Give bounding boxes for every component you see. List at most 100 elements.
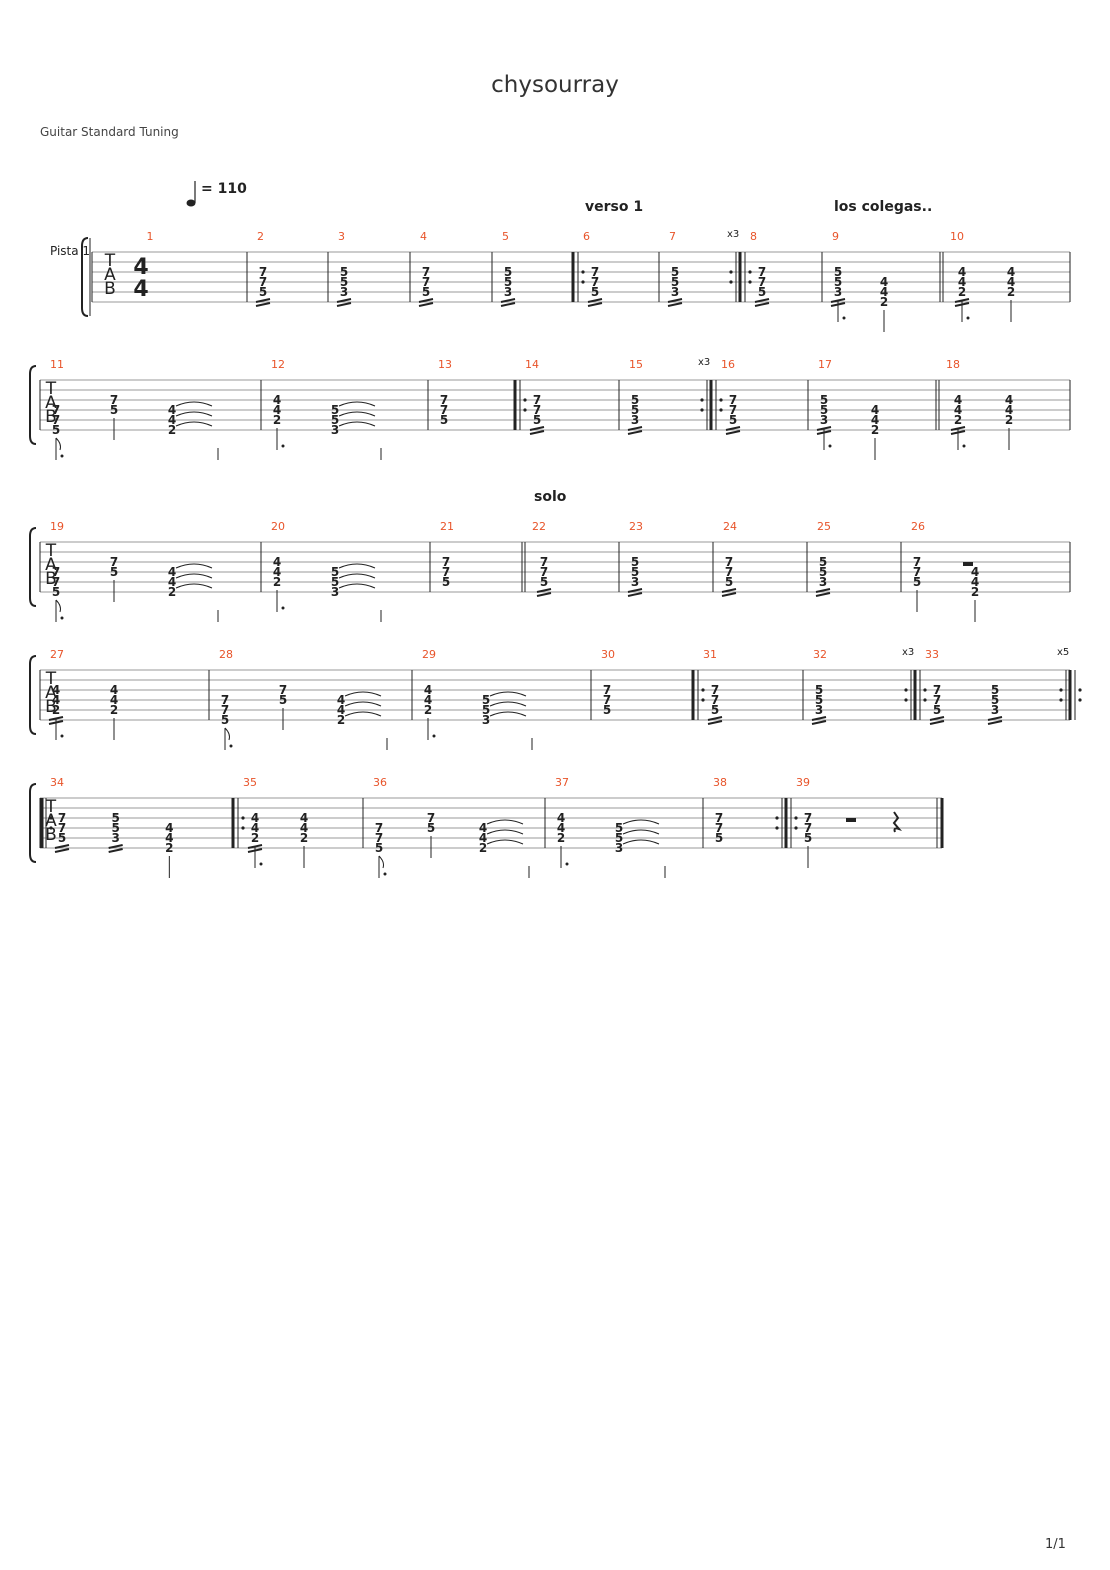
section-label: verso 1 xyxy=(585,199,643,215)
fret-number: 4 xyxy=(52,693,60,707)
fret-number: 5 xyxy=(834,275,842,289)
duration-dot xyxy=(60,616,64,620)
fret-number: 4 xyxy=(1005,393,1013,407)
measure-number: 36 xyxy=(373,776,387,789)
fret-number: 4 xyxy=(337,703,345,717)
fret-number: 7 xyxy=(279,683,287,697)
section-label: los colegas.. xyxy=(834,199,932,215)
fret-number: 4 xyxy=(1007,275,1015,289)
fret-number: 7 xyxy=(58,821,66,835)
fret-number: 4 xyxy=(479,831,487,845)
tremolo-beam xyxy=(500,302,516,307)
measure-number: 14 xyxy=(525,358,539,371)
fret-number: 4 xyxy=(880,285,888,299)
measure-number: 34 xyxy=(50,776,64,789)
tremolo-beam xyxy=(108,848,123,853)
fret-number: 7 xyxy=(758,265,766,279)
duration-dot xyxy=(432,734,436,738)
fret-number: 3 xyxy=(331,423,339,437)
measure-number: 7 xyxy=(669,230,676,243)
tie-arc xyxy=(489,691,527,697)
fret-number: 7 xyxy=(440,393,448,407)
repeat-dot xyxy=(523,408,527,412)
fret-number: 4 xyxy=(1005,403,1013,417)
note-flag xyxy=(55,599,61,613)
tie-arc xyxy=(622,839,660,845)
measure-number: 2 xyxy=(257,230,264,243)
fret-number: 7 xyxy=(913,555,921,569)
measure-number: 22 xyxy=(532,520,546,533)
fret-number: 4 xyxy=(954,393,962,407)
fret-number: 7 xyxy=(58,811,66,825)
tie-arc xyxy=(486,839,524,845)
fret-number: 4 xyxy=(424,693,432,707)
fret-number: 4 xyxy=(273,403,281,417)
fret-number: 4 xyxy=(871,413,879,427)
duration-dot xyxy=(229,744,233,748)
fret-number: 5 xyxy=(52,423,60,437)
fret-number: 7 xyxy=(729,393,737,407)
fret-number: 5 xyxy=(631,393,639,407)
fret-number: 5 xyxy=(729,413,737,427)
tie-arc xyxy=(175,583,213,589)
tab-clef-letter: T xyxy=(45,379,57,399)
measure-number: 12 xyxy=(271,358,285,371)
repeat-dot xyxy=(581,280,585,284)
fret-number: 5 xyxy=(631,403,639,417)
fret-number: 5 xyxy=(331,413,339,427)
fret-number: 2 xyxy=(424,703,432,717)
fret-number: 2 xyxy=(971,585,979,599)
fret-number: 5 xyxy=(631,555,639,569)
fret-number: 4 xyxy=(165,821,173,835)
fret-number: 7 xyxy=(758,275,766,289)
repeat-dot xyxy=(719,398,723,402)
fret-number: 7 xyxy=(533,393,541,407)
fret-number: 5 xyxy=(110,403,118,417)
fret-number: 7 xyxy=(711,693,719,707)
tie-arc xyxy=(344,711,382,717)
repeat-dot xyxy=(748,280,752,284)
tremolo-beam xyxy=(54,844,70,849)
tremolo-beam xyxy=(815,592,831,597)
fret-number: 3 xyxy=(631,575,639,589)
repeat-dot xyxy=(923,698,927,702)
repeat-count: x3 xyxy=(727,229,739,240)
tie-arc xyxy=(338,421,376,427)
fret-number: 5 xyxy=(933,703,941,717)
tab-clef-letter: T xyxy=(45,669,57,689)
repeat-count: x3 xyxy=(902,647,914,658)
note-flag xyxy=(55,437,61,451)
fret-number: 2 xyxy=(168,423,176,437)
fret-number: 3 xyxy=(340,285,348,299)
fret-number: 4 xyxy=(251,811,259,825)
quarter-rest xyxy=(892,811,903,833)
tremolo-beam xyxy=(707,716,723,721)
system-brace xyxy=(81,237,89,317)
fret-number: 2 xyxy=(880,295,888,309)
fret-number: 7 xyxy=(591,275,599,289)
fret-number: 4 xyxy=(958,265,966,279)
fret-number: 3 xyxy=(820,413,828,427)
tuning-label: Guitar Standard Tuning xyxy=(40,125,179,139)
fret-number: 2 xyxy=(165,841,173,855)
note-flag xyxy=(378,855,384,869)
fret-number: 7 xyxy=(52,413,60,427)
repeat-dot xyxy=(904,688,908,692)
fret-number: 7 xyxy=(603,683,611,697)
measure-number: 33 xyxy=(925,648,939,661)
fret-number: 4 xyxy=(165,831,173,845)
tie-arc xyxy=(338,411,376,417)
measure-number: 28 xyxy=(219,648,233,661)
tremolo-beam xyxy=(987,720,1003,725)
fret-number: 5 xyxy=(111,821,119,835)
repeat-dot xyxy=(1059,698,1063,702)
fret-number: 7 xyxy=(427,811,435,825)
fret-number: 5 xyxy=(591,285,599,299)
measure-number: 15 xyxy=(629,358,643,371)
tab-clef-letter: T xyxy=(45,797,57,817)
fret-number: 4 xyxy=(1007,265,1015,279)
fret-number: 3 xyxy=(834,285,842,299)
measure-number: 26 xyxy=(911,520,925,533)
repeat-dot xyxy=(729,280,733,284)
fret-number: 5 xyxy=(804,831,812,845)
